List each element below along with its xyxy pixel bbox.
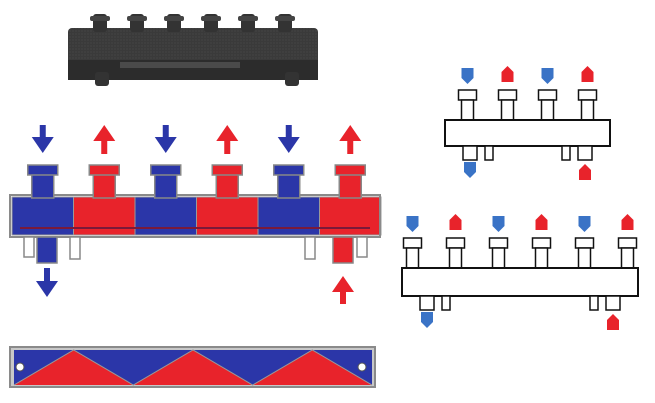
separator-line	[13, 349, 373, 386]
bottom-port-right	[605, 295, 621, 311]
photo-port-nut	[90, 16, 110, 21]
manifold-schematic-small	[444, 66, 611, 180]
fitting-body	[405, 247, 420, 269]
flow-arrow-up-head	[216, 125, 239, 141]
fitting-nut	[537, 89, 558, 101]
riser-collar	[27, 164, 59, 176]
fitting-body	[460, 99, 475, 121]
manifold-body	[444, 119, 611, 147]
mount-stud	[23, 236, 35, 258]
bottom-port-right	[577, 145, 593, 161]
hot-tag	[449, 214, 462, 230]
hot-tag	[501, 66, 514, 82]
mount-stud	[561, 145, 571, 161]
chamber-cold	[11, 196, 74, 236]
fitting-body	[491, 247, 506, 269]
cold-tag	[578, 216, 591, 232]
fitting-body	[448, 247, 463, 269]
hot-tag	[621, 214, 634, 230]
photo-port-nut	[201, 16, 221, 21]
fitting-body	[580, 99, 595, 121]
return-in-tag	[607, 314, 619, 330]
mounting-hole-left	[15, 362, 25, 372]
flow-arrow-up	[224, 140, 231, 154]
fitting-nut	[574, 237, 595, 249]
cold-tag	[541, 68, 554, 84]
return-in-tag	[579, 164, 591, 180]
fitting-nut	[457, 89, 478, 101]
outlet-arrow	[340, 291, 346, 304]
photo-port-nut	[127, 16, 147, 21]
supply-out-tag	[464, 162, 476, 178]
manifold-cutaway-bottom	[9, 346, 376, 388]
mount-stud	[304, 236, 316, 260]
photo-bottom-port	[95, 72, 109, 86]
inlet-arrow	[44, 268, 50, 282]
mount-stud	[484, 145, 494, 161]
riser-collar	[334, 164, 366, 176]
manifold-schematic-large	[401, 214, 639, 330]
flow-arrow-down	[162, 125, 169, 139]
supply-out-tag	[421, 312, 433, 328]
bottom-pipe	[36, 236, 58, 264]
riser-collar	[88, 164, 120, 176]
flow-arrow-down-head	[154, 137, 177, 153]
flow-arrow-down	[39, 125, 46, 139]
bottom-pipe	[332, 236, 354, 264]
hot-tag	[535, 214, 548, 230]
flow-arrow-down	[285, 125, 292, 139]
flow-arrow-down-head	[277, 137, 300, 153]
chamber-cold	[134, 196, 197, 236]
fitting-nut	[445, 237, 466, 249]
fitting-body	[500, 99, 515, 121]
mount-stud	[589, 295, 599, 311]
riser-collar	[150, 164, 182, 176]
riser-collar	[211, 164, 243, 176]
outlet-arrow-head	[332, 276, 354, 292]
mount-stud	[441, 295, 451, 311]
flow-arrow-up-head	[339, 125, 362, 141]
fitting-nut	[402, 237, 423, 249]
mount-stud	[356, 236, 368, 258]
fitting-body	[534, 247, 549, 269]
manifold-cutaway-front	[9, 125, 382, 304]
chamber-hot	[196, 196, 259, 236]
fitting-nut	[577, 89, 598, 101]
manifold-photo	[68, 14, 318, 86]
riser-collar	[273, 164, 305, 176]
chamber-cold	[257, 196, 320, 236]
mounting-hole-right	[357, 362, 367, 372]
mount-stud	[69, 236, 81, 260]
cold-tag	[492, 216, 505, 232]
flow-arrow-up	[101, 140, 108, 154]
flow-arrow-up	[347, 140, 354, 154]
cold-tag	[461, 68, 474, 84]
photo-port-nut	[275, 16, 295, 21]
fitting-body	[540, 99, 555, 121]
fitting-nut	[531, 237, 552, 249]
inlet-arrow-head	[36, 281, 58, 297]
bottom-port-left	[462, 145, 478, 161]
hot-tag	[581, 66, 594, 82]
fitting-nut	[617, 237, 638, 249]
fitting-nut	[488, 237, 509, 249]
flow-arrow-down-head	[31, 137, 54, 153]
fitting-body	[577, 247, 592, 269]
bottom-port-left	[419, 295, 435, 311]
cold-tag	[406, 216, 419, 232]
photo-port-nut	[238, 16, 258, 21]
manifold-body	[401, 267, 639, 297]
fitting-body	[620, 247, 635, 269]
chamber-hot	[73, 196, 136, 236]
photo-bottom-port	[285, 72, 299, 86]
hot-channel	[14, 350, 372, 385]
photo-port-nut	[164, 16, 184, 21]
fitting-nut	[497, 89, 518, 101]
chamber-hot	[319, 196, 382, 236]
flow-arrow-up-head	[93, 125, 116, 141]
